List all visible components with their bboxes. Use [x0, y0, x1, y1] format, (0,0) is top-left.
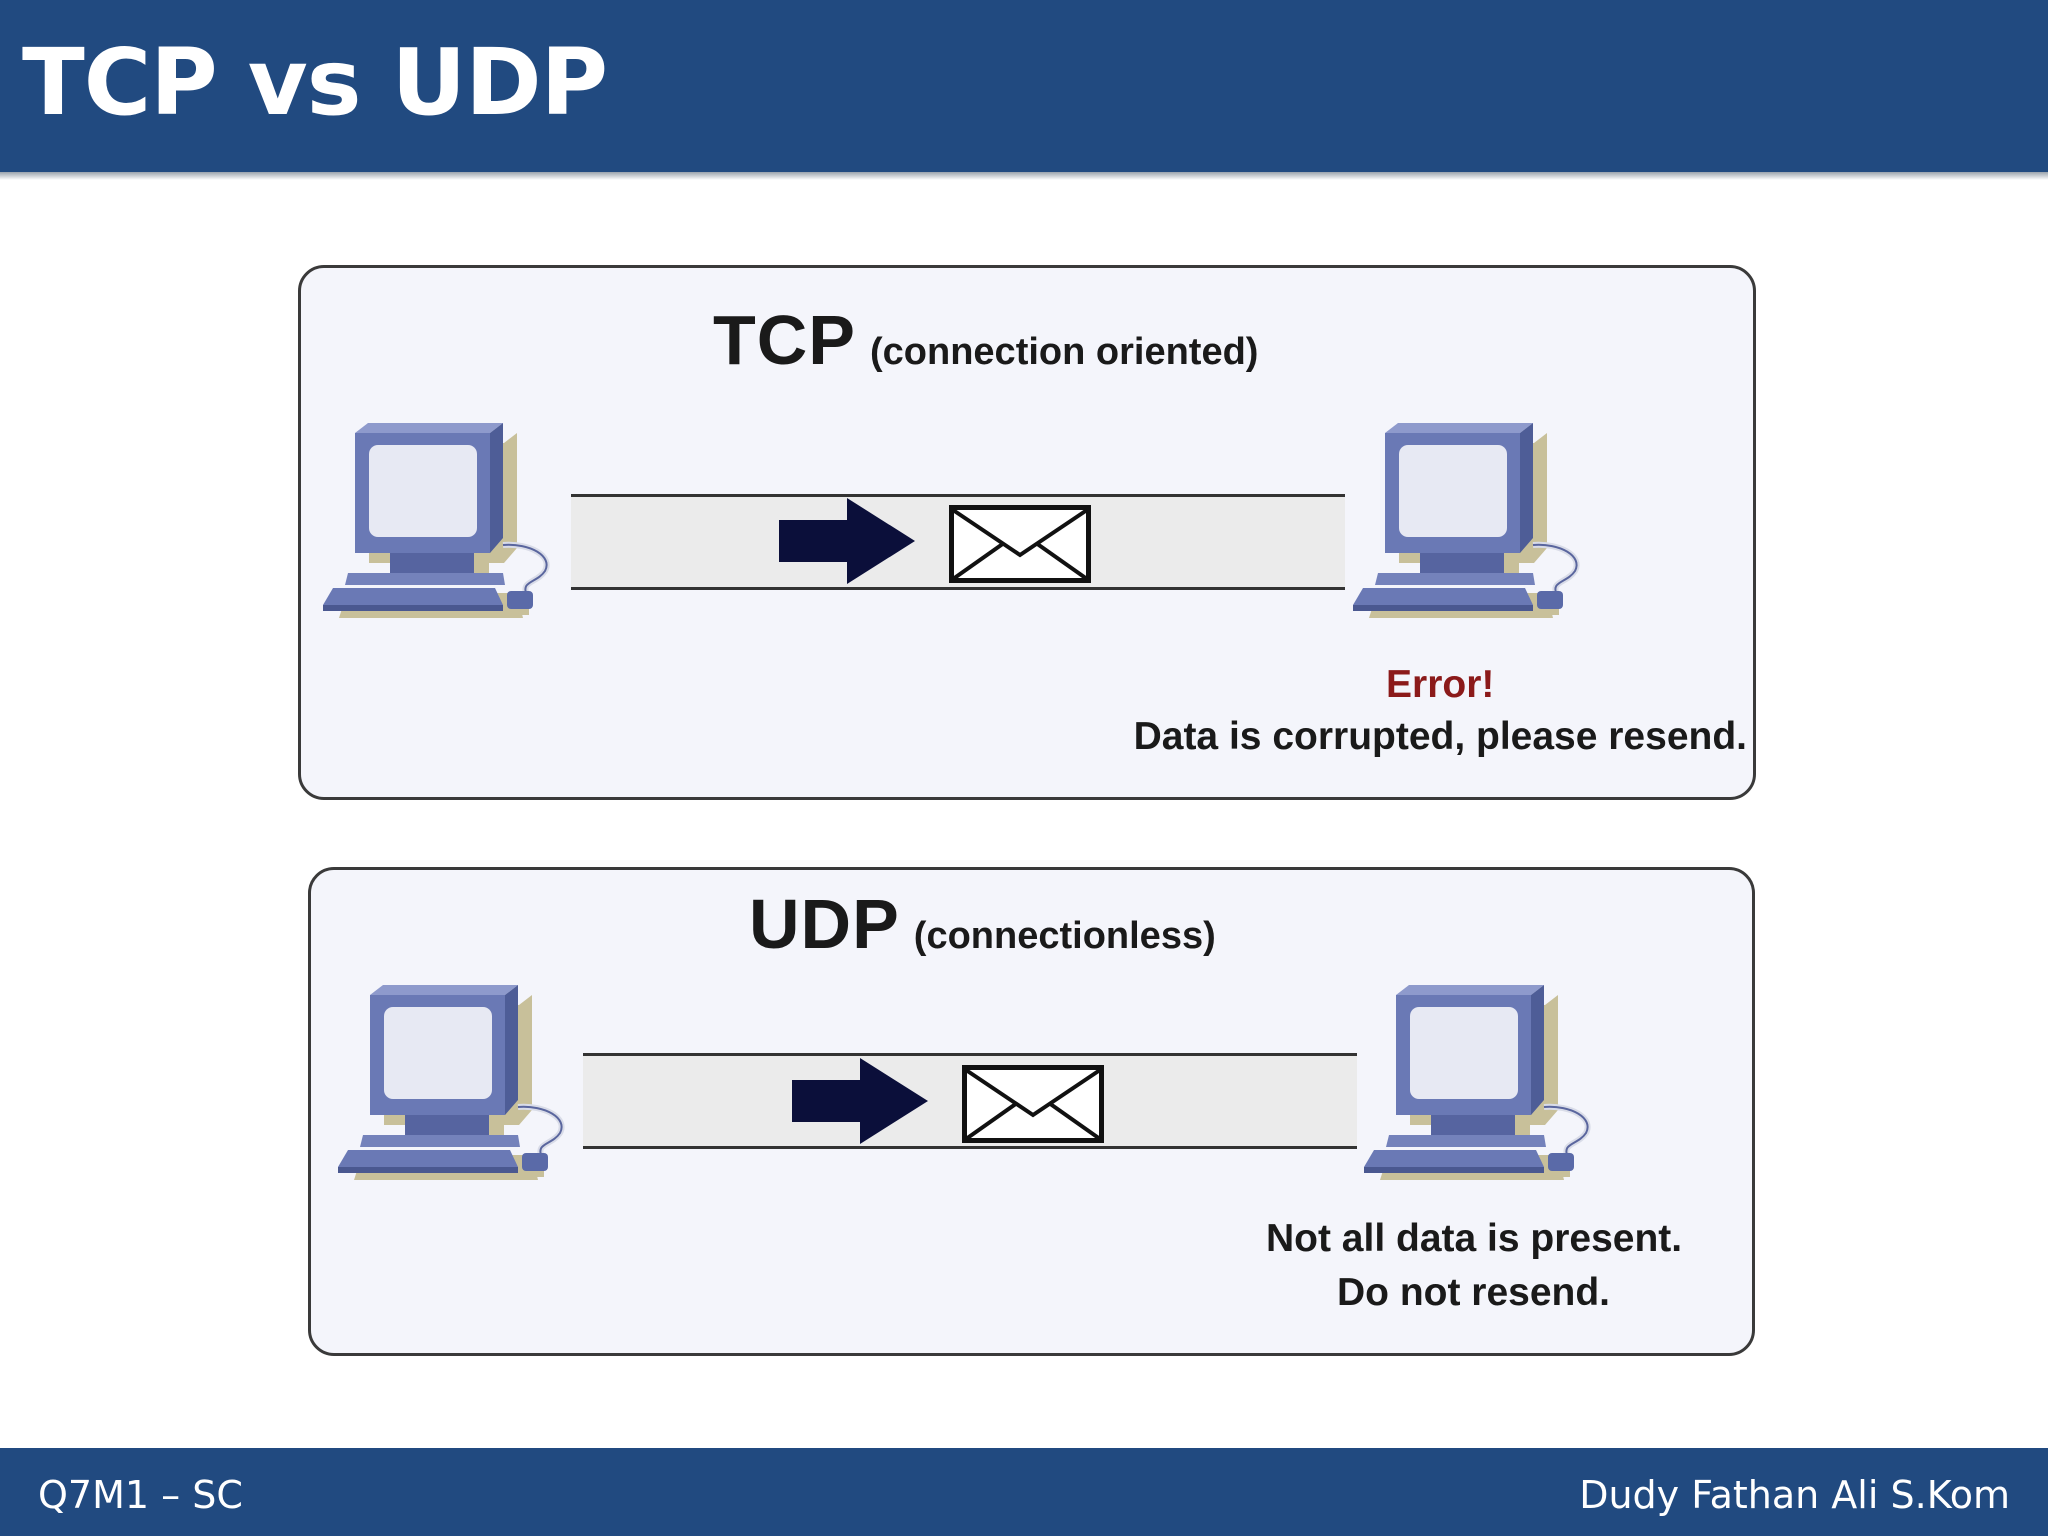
udp-name: UDP [749, 885, 900, 963]
udp-message-line-1: Not all data is present. [1266, 1217, 1683, 1260]
computer-icon [330, 985, 580, 1210]
title-bar-shadow [0, 172, 2048, 180]
udp-message-line-2: Do not resend. [1337, 1271, 1611, 1314]
envelope-icon [962, 1065, 1104, 1143]
tcp-description: (connection oriented) [870, 331, 1259, 373]
arrow-right-icon [779, 498, 915, 584]
udp-description: (connectionless) [913, 915, 1216, 957]
arrow-right-icon [792, 1058, 928, 1144]
slide-title: TCP vs UDP [22, 29, 608, 136]
footer-course-code: Q7M1 – SC [38, 1473, 243, 1517]
udp-panel: UDP (connectionless) Not all data is pres… [308, 867, 1755, 1356]
tcp-message: Data is corrupted, please resend. [1133, 715, 1747, 758]
udp-heading: UDP (connectionless) [749, 884, 1216, 964]
envelope-icon [949, 505, 1091, 583]
tcp-error-label: Error! [1386, 663, 1495, 706]
computer-icon [1356, 985, 1606, 1210]
footer-bar: Q7M1 – SC Dudy Fathan Ali S.Kom [0, 1448, 2048, 1536]
computer-icon [1345, 423, 1595, 648]
computer-icon [315, 423, 565, 648]
footer-author: Dudy Fathan Ali S.Kom [1579, 1473, 2010, 1517]
tcp-name: TCP [713, 301, 856, 379]
tcp-heading: TCP (connection oriented) [713, 300, 1258, 380]
tcp-panel: TCP (connection oriented) Error! Data is … [298, 265, 1756, 800]
title-bar: TCP vs UDP [0, 0, 2048, 172]
